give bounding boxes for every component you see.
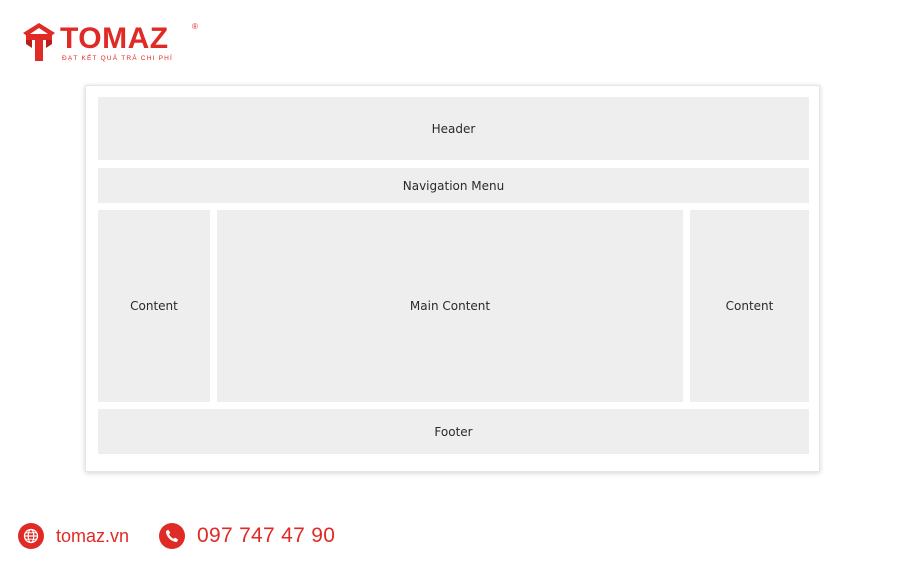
left-content-block: Content <box>98 210 210 402</box>
header-block: Header <box>98 97 809 160</box>
brand-logo: TOMAZ ® ĐẠT KẾT QUẢ TRẢ CHI PHÍ <box>22 20 198 64</box>
layout-diagram: Header Navigation Menu Content Main Cont… <box>85 85 820 472</box>
registered-mark: ® <box>192 22 198 31</box>
t-house-icon <box>23 23 55 61</box>
phone-contact[interactable]: 097 747 47 90 <box>159 522 335 550</box>
left-content-label: Content <box>130 299 178 313</box>
phone-number[interactable]: 097 747 47 90 <box>197 524 336 547</box>
globe-icon <box>18 523 44 549</box>
footer-label: Footer <box>434 424 473 439</box>
navigation-label: Navigation Menu <box>402 178 505 193</box>
website-contact[interactable]: tomaz.vn <box>18 522 129 550</box>
website-link[interactable]: tomaz.vn <box>56 525 130 546</box>
brand-tagline: ĐẠT KẾT QUẢ TRẢ CHI PHÍ <box>62 55 174 62</box>
main-content-label: Main Content <box>409 299 491 313</box>
navigation-block: Navigation Menu <box>98 168 809 203</box>
right-content-label: Content <box>725 299 774 313</box>
footer-block: Footer <box>98 409 809 454</box>
main-content-block: Main Content <box>217 210 683 402</box>
phone-icon <box>159 523 185 549</box>
brand-name: TOMAZ <box>60 22 169 55</box>
header-label: Header <box>431 121 476 136</box>
right-content-block: Content <box>690 210 809 402</box>
